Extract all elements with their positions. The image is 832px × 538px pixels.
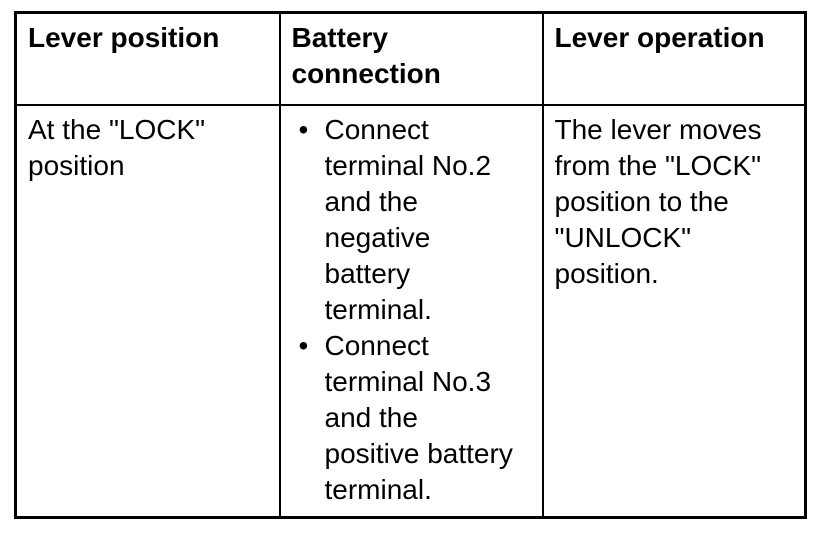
column-header-lever-operation: Lever operation (541, 11, 807, 106)
cell-battery-connection: • Connect terminal No.2 and the negative… (278, 103, 544, 519)
column-header-lever-position: Lever position (14, 11, 281, 106)
bullet-item-text: Connect terminal No.3 and the positive b… (324, 329, 513, 505)
table-row: At the "LOCK" position • Connect termina… (14, 103, 807, 519)
list-item: • Connect terminal No.3 and the positive… (292, 328, 536, 508)
list-item: • Connect terminal No.2 and the negative… (292, 112, 536, 328)
cell-lever-operation: The lever moves from the "LOCK" position… (541, 103, 807, 519)
bullet-icon: • (298, 329, 309, 361)
lever-position-spec-table: Lever position Battery connection Lever … (14, 11, 807, 519)
bullet-icon: • (298, 113, 309, 145)
bullet-item-text: Connect terminal No.2 and the negative b… (324, 113, 492, 325)
cell-lever-position: At the "LOCK" position (14, 103, 281, 519)
table-header-row: Lever position Battery connection Lever … (14, 11, 807, 106)
column-header-battery-connection: Battery connection (278, 11, 544, 106)
battery-connection-bullet-list: • Connect terminal No.2 and the negative… (292, 112, 536, 508)
